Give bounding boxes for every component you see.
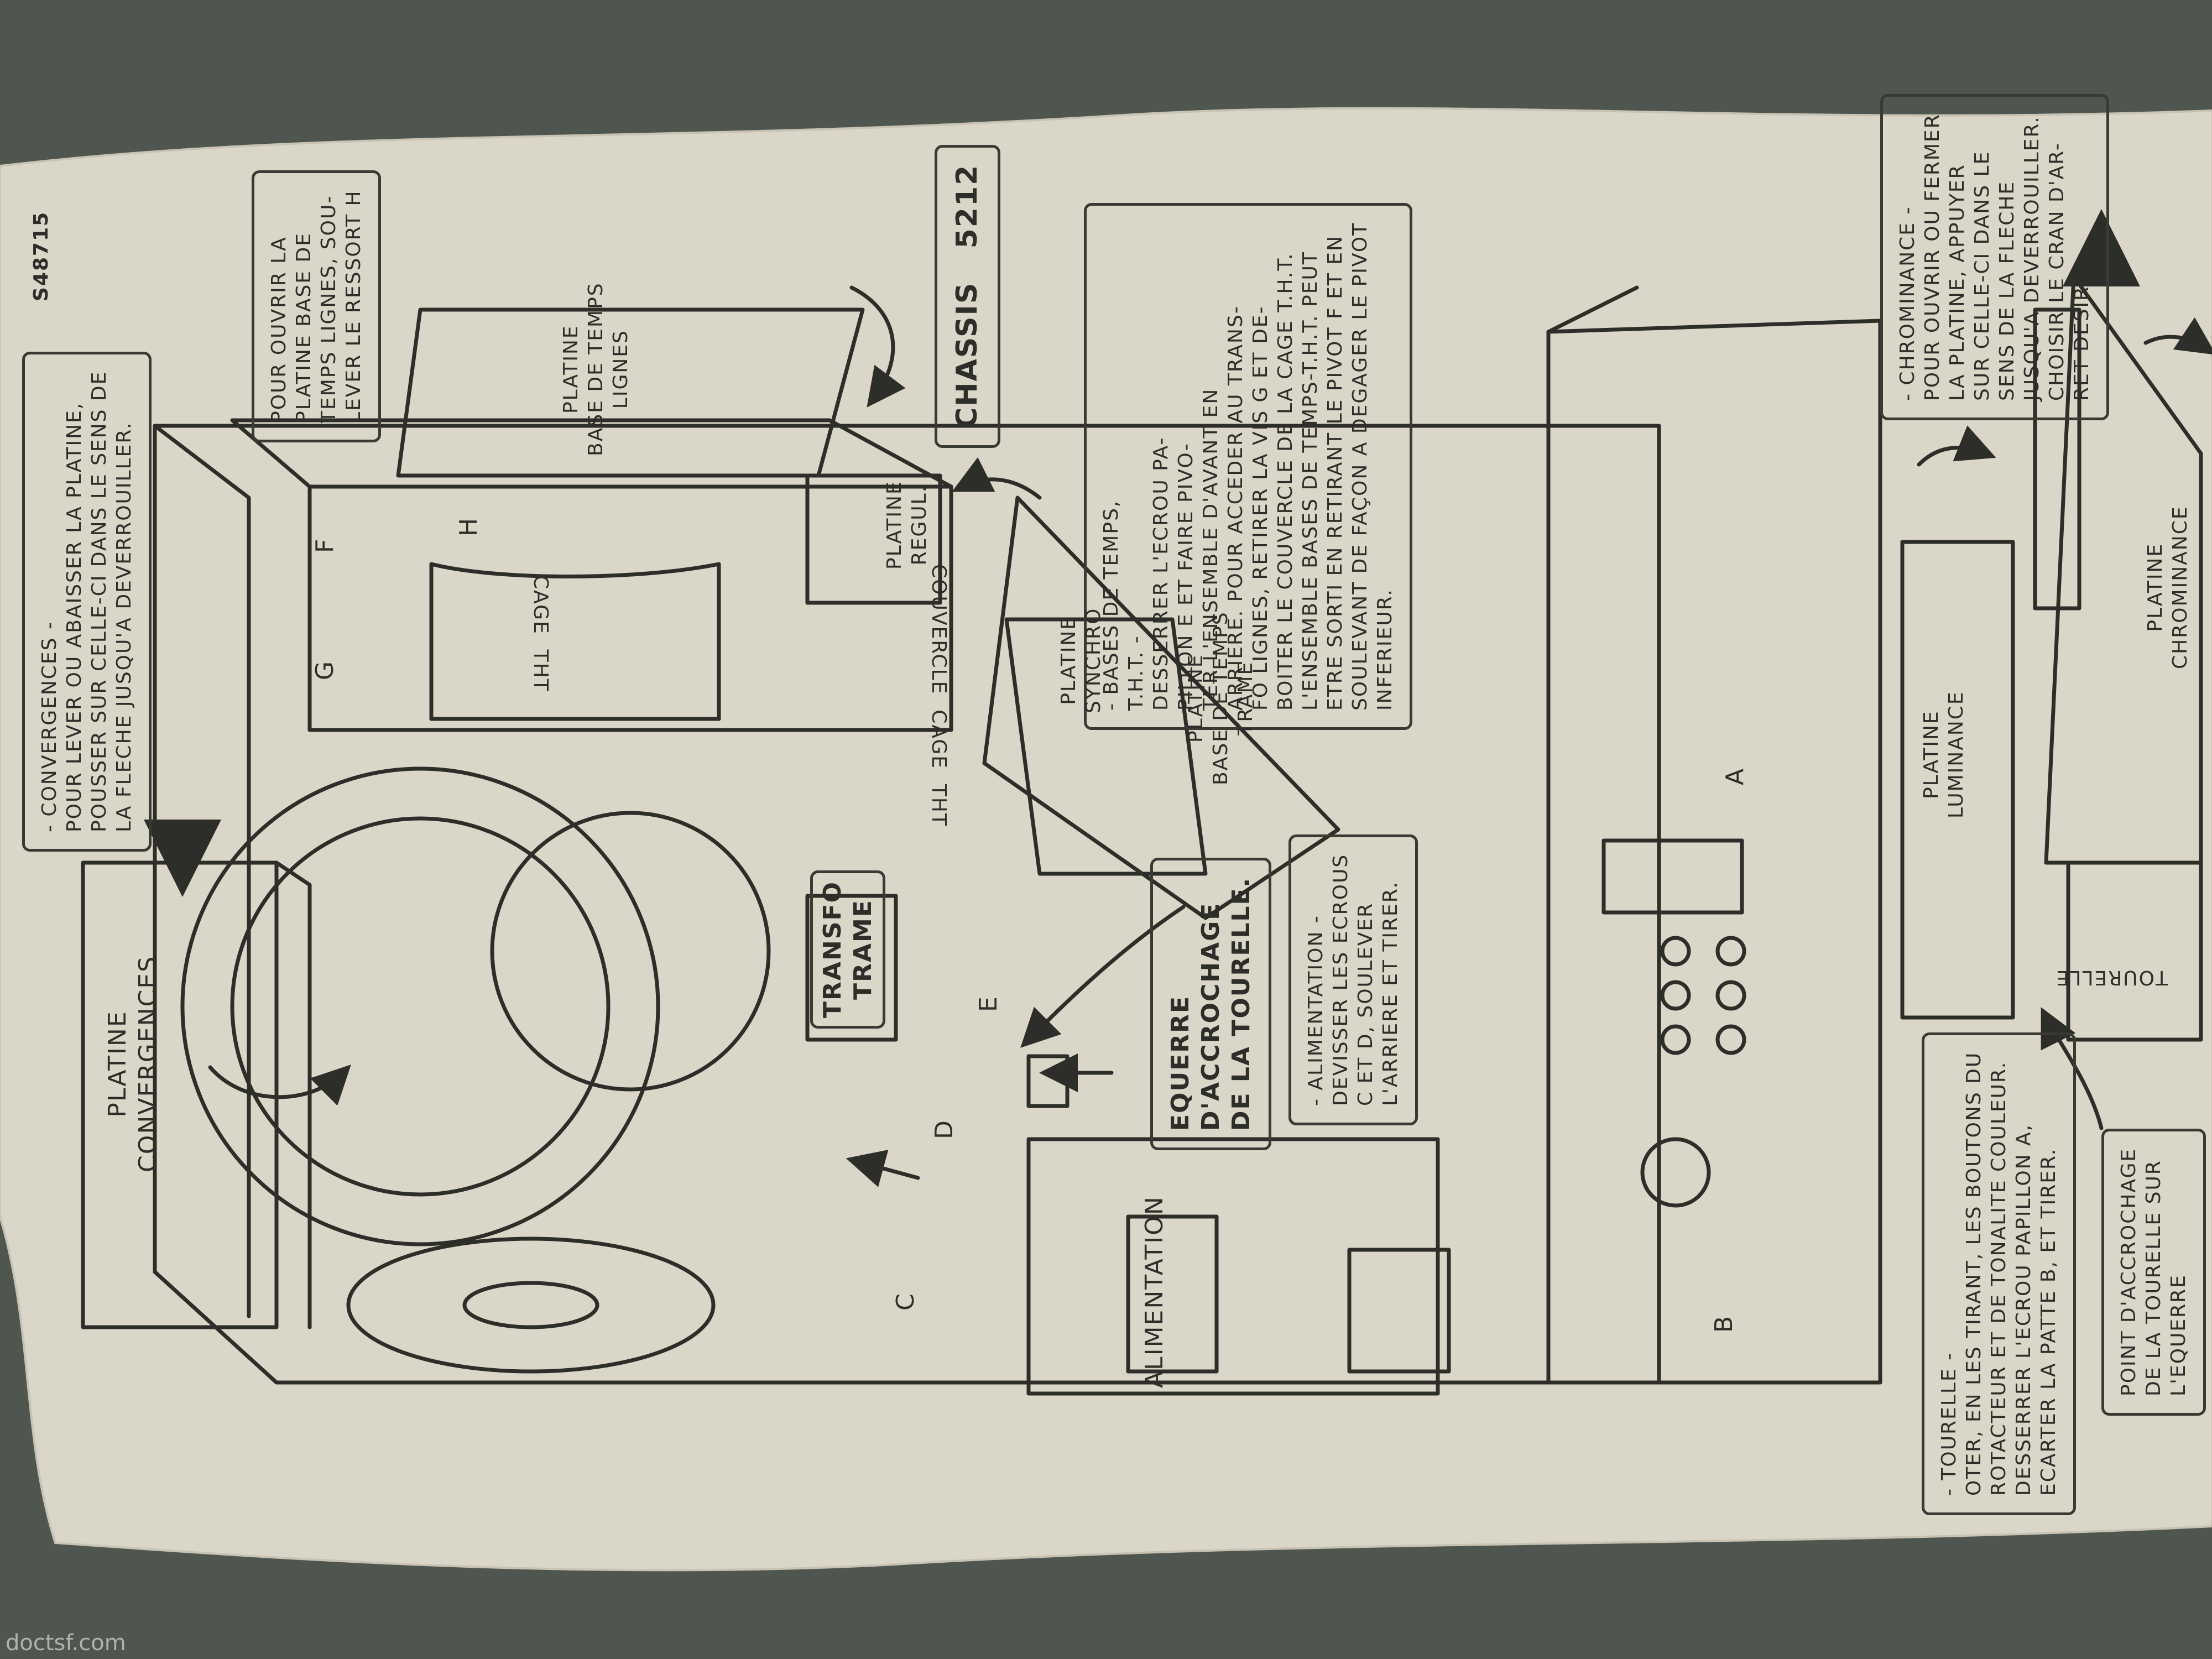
letter-d: D [930,1119,958,1139]
label-couvercle-cage-tht: COUVERCLE CAGE THT [927,564,950,827]
label-platine-base-trame: PLATINE BASE DE TEMPS TRAME [1185,611,1257,785]
letter-h: H [455,517,483,536]
label-platine-base-lignes: PLATINE BASE DE TEMPS LIGNES [560,282,632,456]
chrominance-callout: - CHROMINANCE - POUR OUVRIR OU FERMER LA… [1880,94,2109,420]
label-platine-synchro: PLATINE SYNCHRO [1057,607,1105,713]
letter-b: B [1710,1314,1738,1333]
label-platine-chrominance: PLATINE CHROMINANCE [2144,505,2192,669]
alimentation-callout: - ALIMENTATION - DEVISSER LES ECROUS C E… [1288,834,1418,1125]
letter-c: C [891,1292,920,1311]
equerre-callout: EQUERRE D'ACCROCHAGE DE LA TOURELLE. [1150,857,1271,1150]
alimentation-block [1026,1137,1440,1396]
label-tourelle: TOURELLE [2055,966,2168,989]
cabinet-outline [153,424,1661,1385]
label-platine-convergences: PLATINE CONVERGENCES [103,955,162,1172]
base-lignes-callout: POUR OUVRIR LA PLATINE BASE DE TEMPS LIG… [252,170,381,442]
convergences-callout: - CONVERGENCES - POUR LEVER OU ABAISSER … [22,351,152,852]
letter-f: F [311,538,339,553]
platine-luminance-panel [1900,540,2015,1020]
cage-tht-box [307,484,953,732]
label-platine-luminance: PLATINE LUMINANCE [1920,691,1968,818]
point-accrochage-callout: POINT D'ACCROCHAGE DE LA TOURELLE SUR L'… [2101,1128,2206,1416]
document-code: S48715 [30,211,53,301]
watermark: doctsf.com [6,1630,126,1656]
chassis-title: CHASSIS 5212 [935,144,1000,448]
crt-circle [180,766,660,1246]
letter-g: G [311,660,339,680]
tourelle-callout: - TOURELLE - OTER, EN LES TIRANT, LES BO… [1922,1032,2076,1515]
tourelle-block [1546,319,1882,1385]
label-transfo-trame: TRANSFO TRAME [810,870,885,1029]
label-platine-regul: PLATINE REGUL. [883,481,931,570]
label-alimentation: ALIMENTATION [1140,1196,1168,1388]
letter-e: E [974,995,1003,1012]
letter-a: A [1721,767,1749,785]
label-cage-tht: CAGE THT [529,575,552,692]
